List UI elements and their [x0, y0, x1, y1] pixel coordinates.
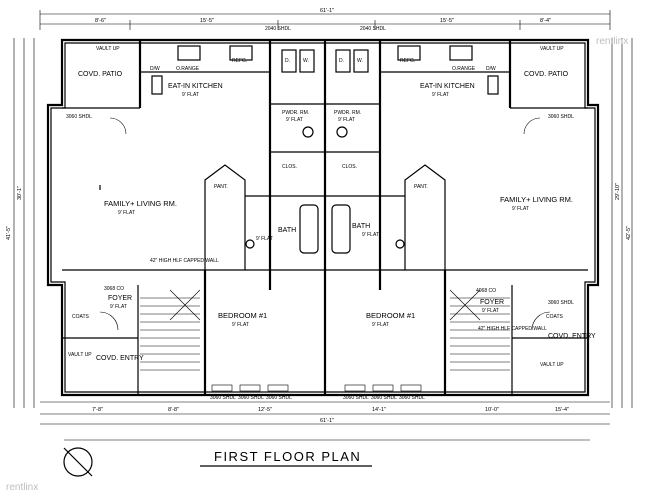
- label-flat-l: 9' FLAT: [372, 322, 389, 328]
- label-flat-d: 9' FLAT: [432, 92, 449, 98]
- label-dw-left: D/W: [150, 66, 160, 72]
- central-core-walls: [245, 40, 405, 395]
- label-coats-left: COATS: [72, 314, 90, 320]
- label-window-2040-right: 2040 SHDL: [360, 26, 386, 32]
- label-flat-k: 9' FLAT: [232, 322, 249, 328]
- label-vault-bottom-left: VAULT UP: [68, 352, 92, 358]
- label-covd-patio-right: COVD. PATIO: [524, 71, 569, 78]
- label-d-left: D.: [285, 58, 290, 64]
- bath-pantry-walls: [204, 164, 446, 271]
- dim-bottom-f: 15'-4": [555, 407, 569, 413]
- label-flat-e: 9' FLAT: [118, 210, 135, 216]
- north-arrow-circle: [63, 447, 93, 477]
- label-dw-right: D/W: [486, 66, 496, 72]
- north-arrow-line: [63, 447, 93, 477]
- dim-bottom-e: 10'-0": [485, 407, 499, 413]
- label-window-b6: 3060 SHDL: [399, 395, 425, 401]
- dim-right-overall: 42'-5": [626, 226, 632, 240]
- label-flat-g: 9' FLAT: [256, 236, 273, 242]
- label-window-3060-foyer-right: 3060 SHDL: [548, 300, 574, 306]
- title-block: FIRST FLOOR PLAN: [63, 439, 590, 477]
- plan-title: FIRST FLOOR PLAN: [214, 449, 361, 464]
- label-door-3068-left: 3068 CO: [104, 286, 124, 292]
- label-window-b2: 3060 SHDL: [238, 395, 264, 401]
- label-w-right: W.: [357, 58, 363, 64]
- dim-top-overall: 61'-1": [320, 8, 334, 14]
- label-flat-c: 9' FLAT: [338, 117, 355, 123]
- label-window-b4: 3060 SHDL: [343, 395, 369, 401]
- label-covd-entry-left: COVD. ENTRY: [96, 355, 144, 362]
- label-window-b5: 3060 SHDL: [371, 395, 397, 401]
- dim-top-b: 15'-5": [200, 18, 214, 24]
- label-eat-in-kitchen-left: EAT-IN KITCHEN: [168, 83, 223, 90]
- top-dimension-lines: [39, 10, 611, 30]
- stair-right: [449, 289, 510, 371]
- label-vault-left: VAULT UP: [96, 46, 120, 52]
- label-vault-bottom-right: VAULT UP: [540, 362, 564, 368]
- dim-bottom-b: 8'-8": [168, 407, 179, 413]
- label-pwdr-right: PWDR. RM.: [334, 110, 361, 116]
- label-hlf-wall-right: 42" HIGH HLF CAPPED WALL: [478, 326, 547, 332]
- label-window-b1: 3060 SHDL: [210, 395, 236, 401]
- label-flat-h: 9' FLAT: [362, 232, 379, 238]
- label-closet-left: CLOS.: [282, 164, 297, 170]
- label-family-room-right: FAMILY+ LIVING RM.: [500, 195, 573, 204]
- label-o-range-left: O.RANGE: [176, 66, 200, 72]
- label-d-right: D.: [339, 58, 344, 64]
- dim-bottom-d: 14'-1": [372, 407, 386, 413]
- dim-top-c: 15'-5": [440, 18, 454, 24]
- dim-bottom-g: 61'-1": [320, 418, 334, 424]
- label-window-3060-left: 3060 SHDL: [66, 114, 92, 120]
- label-covd-patio-left: COVD. PATIO: [78, 71, 123, 78]
- side-dimension-lines: [13, 38, 633, 408]
- label-flat-i: 9' FLAT: [110, 304, 127, 310]
- label-flat-b: 9' FLAT: [286, 117, 303, 123]
- label-coats-right: COATS: [546, 314, 564, 320]
- label-refg-left: REFG.: [232, 58, 247, 64]
- label-window-2040-left: 2040 SHDL: [265, 26, 291, 32]
- label-closet-right: CLOS.: [342, 164, 357, 170]
- foyer-stair-walls: [62, 117, 588, 395]
- label-refg-right: REFG.: [400, 58, 415, 64]
- label-window-b3: 3060 SHDL: [266, 395, 292, 401]
- label-vault-right: VAULT UP: [540, 46, 564, 52]
- watermark-top: rentlinx: [596, 36, 628, 47]
- bottom-windows: [211, 384, 422, 392]
- dim-bottom-c: 12'-5": [258, 407, 272, 413]
- label-pantry-right: PANT.: [414, 184, 428, 190]
- label-pantry-left: PANT.: [214, 184, 228, 190]
- label-flat-a: 9' FLAT: [182, 92, 199, 98]
- label-w-left: W.: [303, 58, 309, 64]
- label-o-range-right: O.RANGE: [452, 66, 476, 72]
- label-bedroom-right: BEDROOM #1: [366, 311, 415, 320]
- dim-top-a: 8'-6": [95, 18, 106, 24]
- label-bedroom-left: BEDROOM #1: [218, 311, 267, 320]
- label-foyer-right: FOYER: [480, 299, 504, 306]
- label-bath-right: BATH: [352, 223, 370, 230]
- label-door-4068-right: 4068 CO: [476, 288, 496, 294]
- stair-left: [140, 289, 201, 371]
- label-hlf-wall-left: 42" HIGH HLF CAPPED WALL: [150, 258, 219, 264]
- dim-left-overall: 41'-5": [6, 226, 12, 240]
- watermark-bottom: rentlinx: [6, 482, 38, 493]
- label-pwdr-left: PWDR. RM.: [282, 110, 309, 116]
- label-family-room-left: FAMILY+ LIVING RM.: [104, 199, 177, 208]
- label-foyer-left: FOYER: [108, 295, 132, 302]
- label-eat-in-kitchen-right: EAT-IN KITCHEN: [420, 83, 475, 90]
- label-flat-f: 9' FLAT: [512, 206, 529, 212]
- kitchen-zone-walls: [62, 40, 588, 109]
- label-window-3060-right: 3060 SHDL: [548, 114, 574, 120]
- dim-top-d: 8'-4": [540, 18, 551, 24]
- exterior-walls: [46, 38, 600, 397]
- bottom-dimension-lines: [40, 401, 610, 425]
- label-bath-left: BATH: [278, 227, 296, 234]
- label-flat-j: 9' FLAT: [482, 308, 499, 314]
- family-room-walls: [62, 185, 588, 271]
- dim-left-b: 30'-1": [17, 186, 23, 200]
- label-covd-entry-right: COVD. ENTRY: [548, 333, 596, 340]
- dim-right-b: 29'-10": [615, 183, 621, 200]
- dim-bottom-a: 7'-8": [92, 407, 103, 413]
